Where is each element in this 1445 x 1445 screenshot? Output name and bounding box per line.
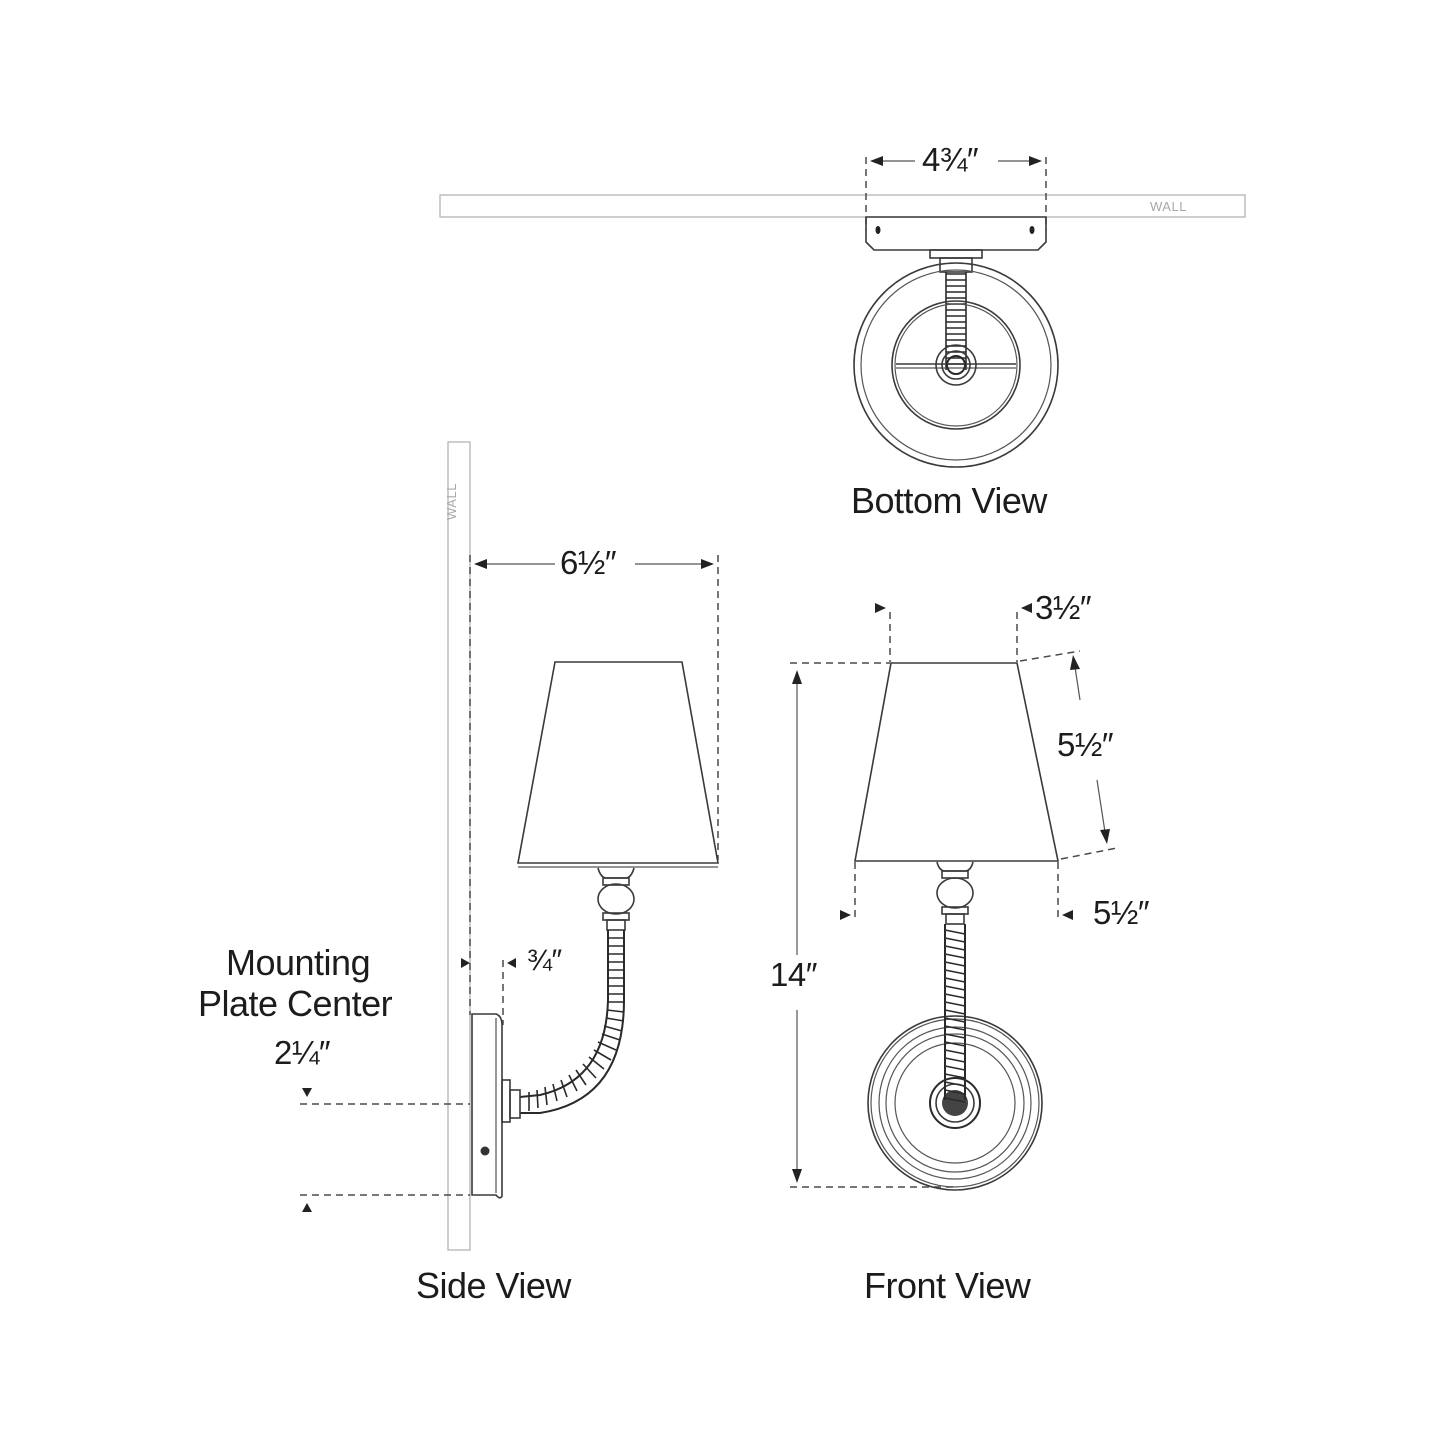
bottom-wall-label: WALL [1150, 199, 1187, 214]
backplate-depth-label: ¾″ [527, 944, 562, 977]
finial-front [936, 861, 974, 925]
backplate-front [867, 1015, 1043, 1191]
mounting-title-line1: Mounting [226, 942, 371, 983]
shade-bottom-dimension [840, 862, 1073, 920]
backplate-depth-dimension [461, 958, 516, 1025]
shade-bottom-rings [853, 262, 1059, 468]
wall-vertical [447, 441, 471, 1251]
bottom-width-label: 4¾″ [922, 141, 979, 178]
side-view [300, 441, 719, 1251]
bottom-view-title: Bottom View [851, 480, 1047, 521]
mounting-title-line2: Plate Center [198, 983, 393, 1024]
shade-height-label: 5½″ [1057, 726, 1114, 763]
backplate-side [471, 1013, 521, 1199]
shade-side [517, 661, 719, 868]
mounting-center-dimension [300, 1088, 470, 1212]
wall-horizontal [439, 194, 1246, 218]
overall-height-dimension [790, 662, 955, 1188]
side-wall-label: WALL [444, 483, 459, 520]
shade-top-width-label: 3½″ [1035, 589, 1092, 626]
extension-label: 6½″ [560, 544, 617, 581]
extension-dimension [469, 555, 719, 1015]
shade-top-dimension [875, 603, 1032, 662]
arm-bottom [929, 249, 983, 370]
finial-side [597, 867, 635, 931]
mounting-value-label: 2¼″ [274, 1034, 331, 1071]
side-view-title: Side View [416, 1265, 571, 1306]
backplate-top [865, 216, 1047, 251]
front-view-title: Front View [864, 1265, 1031, 1306]
front-view [790, 603, 1118, 1191]
shade-bottom-width-label: 5½″ [1093, 894, 1150, 931]
flex-arm-front [944, 924, 966, 1103]
bottom-view [439, 156, 1246, 468]
flex-arm-side [519, 930, 625, 1114]
shade-height-dimension [1019, 650, 1118, 860]
shade-front [854, 662, 1059, 862]
overall-height-label: 14″ [770, 956, 817, 993]
